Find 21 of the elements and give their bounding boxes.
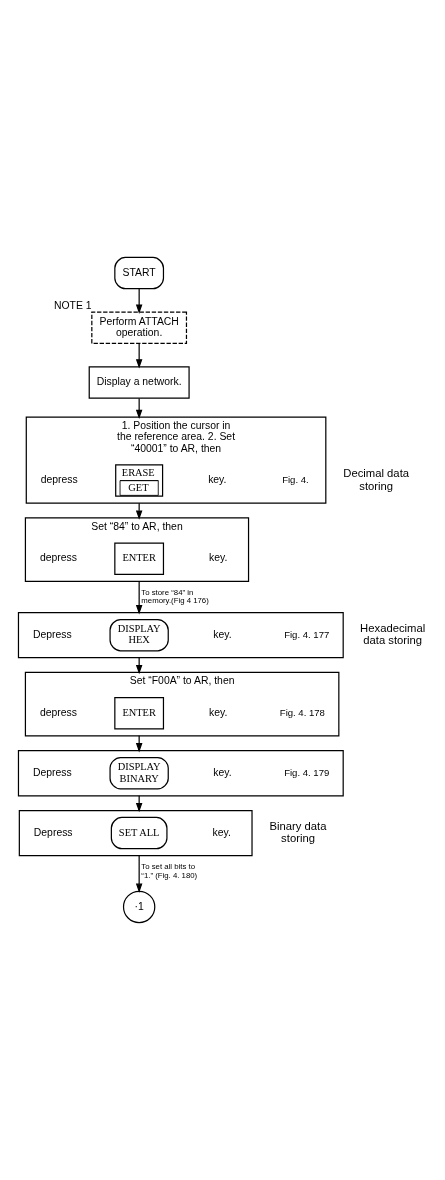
node-box: Perform ATTACH operation.: [91, 311, 188, 345]
arrow: [135, 855, 143, 893]
node-label: Fig. 4.: [282, 474, 309, 486]
node-label: Fig. 4. 177: [284, 628, 330, 640]
node-label: Fig. 4. 179: [284, 766, 330, 778]
node-label: Fig. 4. 178: [279, 706, 325, 718]
label: Binary data storing: [269, 819, 327, 845]
node-box: START: [114, 256, 165, 290]
node-circle: ·1: [122, 890, 156, 924]
label: Decimal data storing: [343, 467, 410, 492]
node-box: SET ALL: [110, 816, 168, 850]
node-box: Display a network.: [88, 366, 190, 399]
node-label: NOTE 1: [53, 300, 92, 312]
arrow: [135, 580, 143, 615]
node-box: ENTER: [114, 697, 165, 730]
edge-label: To set all bits to “1.” (Fig. 4. 180): [141, 861, 198, 880]
label: Hexadecimal data storing: [360, 622, 426, 647]
node-box: DISPLAY BINARY: [109, 756, 169, 790]
node-box: ENTER: [114, 542, 165, 575]
node-box: DISPLAY HEX: [109, 618, 169, 652]
edge-label: To store “84” in memory.(Fig 4 176): [141, 587, 209, 606]
